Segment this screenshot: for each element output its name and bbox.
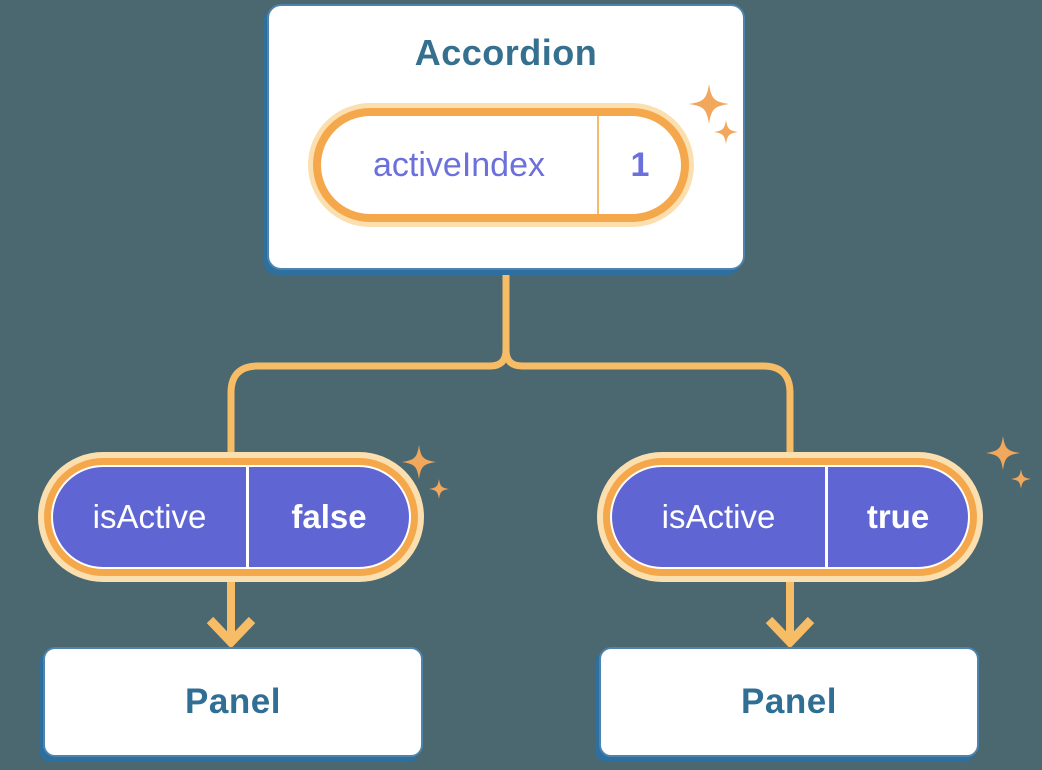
state-pill: activeIndex 1 [308, 103, 694, 227]
prop-pill-left-ring: isActive false [44, 458, 418, 576]
prop-pill-left-label: isActive [92, 498, 207, 535]
prop-pill-right-label: isActive [661, 498, 776, 535]
prop-pill-right-core: isActive true [610, 465, 970, 569]
prop-pill-left: isActive false [38, 452, 424, 582]
arrow-down-icon-left [206, 616, 256, 649]
state-pill-ring: activeIndex 1 [313, 108, 689, 222]
prop-pill-right: isActive true [597, 452, 983, 582]
prop-pill-left-core: isActive false [51, 465, 411, 569]
prop-pill-left-value: false [291, 498, 367, 535]
panel-card-left: Panel [43, 647, 423, 757]
state-pill-divider [597, 116, 599, 214]
tree-branch-left [227, 262, 510, 457]
sparkle-icon-right-small [1011, 469, 1031, 489]
prop-pill-left-divider [246, 467, 249, 567]
panel-card-right: Panel [599, 647, 979, 757]
sparkle-icon-right-large [986, 436, 1020, 470]
state-pill-value: 1 [630, 145, 650, 184]
state-pill-core: activeIndex 1 [321, 116, 681, 214]
arrow-down-icon-right [765, 616, 815, 649]
state-pill-label: activeIndex [373, 145, 545, 184]
tree-branch-right [502, 349, 794, 457]
prop-pill-right-value: true [866, 498, 930, 535]
sparkle-icon-left-small [429, 479, 449, 499]
accordion-title: Accordion [414, 32, 598, 73]
prop-pill-right-ring: isActive true [603, 458, 977, 576]
prop-pill-right-divider [825, 467, 828, 567]
